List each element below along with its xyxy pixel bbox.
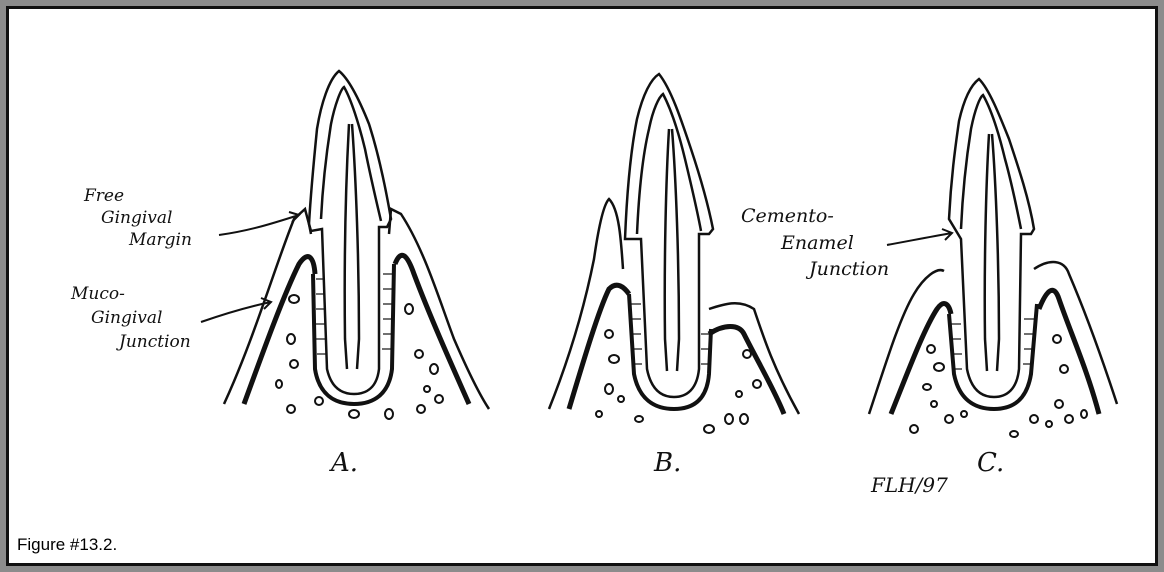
annotation-mgj-line3: Junction: [116, 332, 191, 352]
panel-a-pulp: [345, 124, 359, 369]
panel-a-bone: [244, 255, 469, 404]
panel-b-gingiva: [549, 199, 799, 414]
annotation-fgm-line3: Margin: [128, 230, 192, 250]
annotation-cej-line1: Cemento-: [741, 205, 834, 227]
figure-inner-frame: A.: [6, 6, 1158, 566]
figure-caption: Figure #13.2.: [17, 535, 117, 555]
panel-a-label: A.: [329, 448, 358, 478]
annotation-free-gingival-margin: Free Gingival Margin: [83, 186, 299, 250]
panel-a-tooth: [309, 71, 391, 394]
panel-b-label: B.: [653, 448, 681, 478]
tooth-illustration: A.: [9, 9, 1155, 563]
panel-c-socket: [949, 304, 1037, 409]
panel-c-tooth: [949, 79, 1034, 397]
annotation-fgm-line1: Free: [83, 186, 124, 206]
annotation-mgj-line2: Gingival: [91, 308, 162, 328]
panel-b-bone: [569, 285, 784, 414]
annotation-muco-gingival-junction: Muco- Gingival Junction: [70, 284, 271, 352]
panel-c-bone: [891, 290, 1099, 414]
panel-c-ligament-hatch: [951, 319, 1035, 369]
panel-c: C.: [869, 79, 1117, 478]
panel-c-gingiva: [869, 262, 1117, 414]
panel-b-pulp: [665, 129, 679, 371]
panel-b: B.: [549, 74, 799, 478]
artist-signature: FLH/97: [870, 473, 948, 497]
annotation-mgj-line1: Muco-: [70, 284, 125, 304]
panel-c-pulp: [985, 134, 999, 371]
panel-a-ligament-hatch: [316, 274, 393, 354]
panel-c-enamel-inner: [961, 95, 1021, 229]
annotation-cej-arrow: [887, 229, 952, 245]
annotation-cemento-enamel-junction: Cemento- Enamel Junction: [741, 205, 952, 280]
panel-a: A.: [224, 71, 489, 478]
annotation-cej-line2: Enamel: [780, 232, 854, 254]
annotation-fgm-line2: Gingival: [101, 208, 172, 228]
panel-b-enamel-inner: [637, 94, 701, 234]
panel-a-enamel-inner: [321, 87, 381, 221]
panel-c-label: C.: [977, 448, 1004, 478]
annotation-cej-line3: Junction: [805, 258, 889, 280]
annotation-fgm-arrow: [219, 212, 299, 235]
